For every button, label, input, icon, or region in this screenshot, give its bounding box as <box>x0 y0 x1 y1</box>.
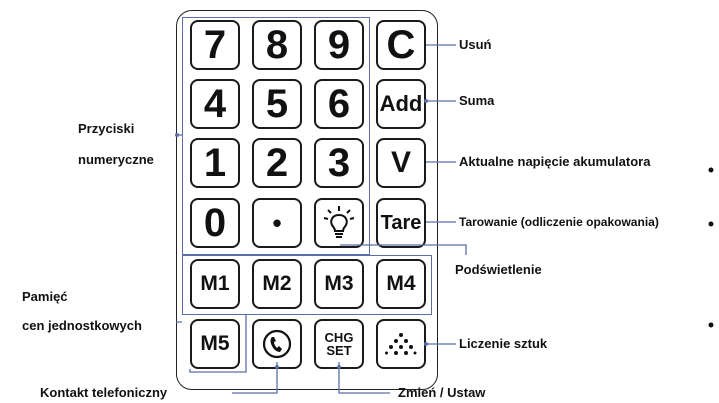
label-tare: Tarowanie (odliczenie opakowania) <box>459 215 659 229</box>
key-tare[interactable]: Tare <box>376 198 426 248</box>
label-backlight: Podświetlenie <box>455 262 542 277</box>
key-m4[interactable]: M4 <box>376 259 426 309</box>
key-5[interactable]: 5 <box>252 79 302 129</box>
key-8[interactable]: 8 <box>252 20 302 70</box>
keypad-panel <box>176 10 438 390</box>
label-sum: Suma <box>459 93 495 108</box>
key-m5[interactable]: M5 <box>190 319 240 369</box>
key-add[interactable]: Add <box>376 79 426 129</box>
label-delete: Usuń <box>459 37 492 52</box>
key-m3[interactable]: M3 <box>314 259 364 309</box>
key-9[interactable]: 9 <box>314 20 364 70</box>
label-memory-2: cen jednostkowych <box>22 318 142 333</box>
key-4[interactable]: 4 <box>190 79 240 129</box>
key-7[interactable]: 7 <box>190 20 240 70</box>
label-voltage: Aktualne napięcie akumulatora <box>459 154 651 169</box>
numeric-keys-group <box>182 17 370 255</box>
chg-label: CHG <box>324 330 354 345</box>
label-change: Zmień / Ustaw <box>398 385 486 400</box>
lightbulb-icon <box>323 206 355 238</box>
label-memory-1: Pamięć <box>22 289 68 304</box>
key-6[interactable]: 6 <box>314 79 364 129</box>
key-2[interactable]: 2 <box>252 138 302 188</box>
dots-triangle-icon <box>385 333 417 355</box>
phone-icon <box>262 329 292 359</box>
label-count: Liczenie sztuk <box>459 336 548 351</box>
memory-keys-group <box>182 255 432 315</box>
key-1[interactable]: 1 <box>190 138 240 188</box>
label-numeric-1: Przyciski <box>78 121 135 136</box>
key-clear[interactable]: C <box>376 20 426 70</box>
key-dot[interactable]: • <box>252 198 302 248</box>
key-count[interactable] <box>376 319 426 369</box>
key-m1[interactable]: M1 <box>190 259 240 309</box>
key-0[interactable]: 0 <box>190 198 240 248</box>
key-m2[interactable]: M2 <box>252 259 302 309</box>
key-3[interactable]: 3 <box>314 138 364 188</box>
label-numeric-2: numeryczne <box>78 152 154 167</box>
key-backlight[interactable] <box>314 198 364 248</box>
set-label: SET <box>326 343 352 358</box>
key-phone[interactable] <box>252 319 302 369</box>
key-voltage[interactable]: V <box>376 138 426 188</box>
label-phone: Kontakt telefoniczny <box>40 385 168 400</box>
key-change-set[interactable]: CHG SET <box>314 319 364 369</box>
